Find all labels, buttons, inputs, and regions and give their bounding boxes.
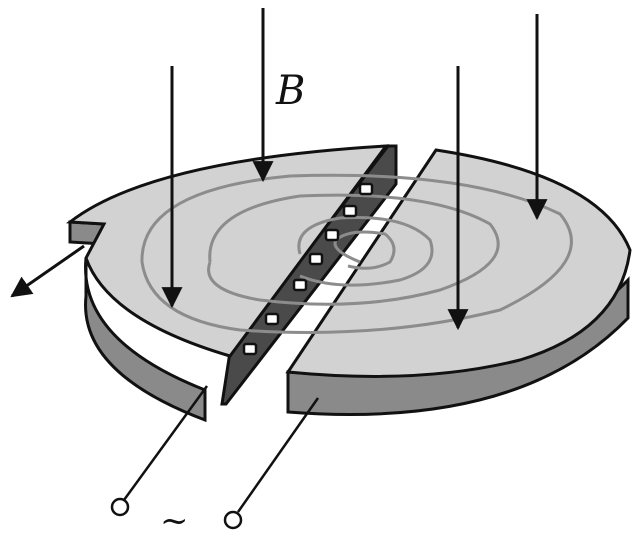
brush-contact-icon <box>342 204 358 218</box>
ac-source-label: ~ <box>160 501 189 541</box>
field-arrows <box>161 8 548 331</box>
disk-top <box>65 144 632 378</box>
spiral-conductor <box>140 173 573 334</box>
brush-contact-icon <box>242 342 258 356</box>
left-half-top <box>65 144 390 358</box>
brush-contact-icon <box>324 228 340 242</box>
brush-contacts <box>242 182 374 356</box>
brush-contact-icon <box>308 252 324 266</box>
circle-terminal-icon <box>223 510 243 530</box>
lead-wires <box>122 385 320 513</box>
arrow-down-left-icon <box>10 244 85 298</box>
left-half-side <box>84 257 207 423</box>
field-label: B <box>275 68 305 114</box>
brush-contact-icon <box>292 278 308 292</box>
brush-contact-icon <box>264 312 280 326</box>
circle-terminal-icon <box>110 497 130 517</box>
brush-contact-icon <box>358 182 374 196</box>
